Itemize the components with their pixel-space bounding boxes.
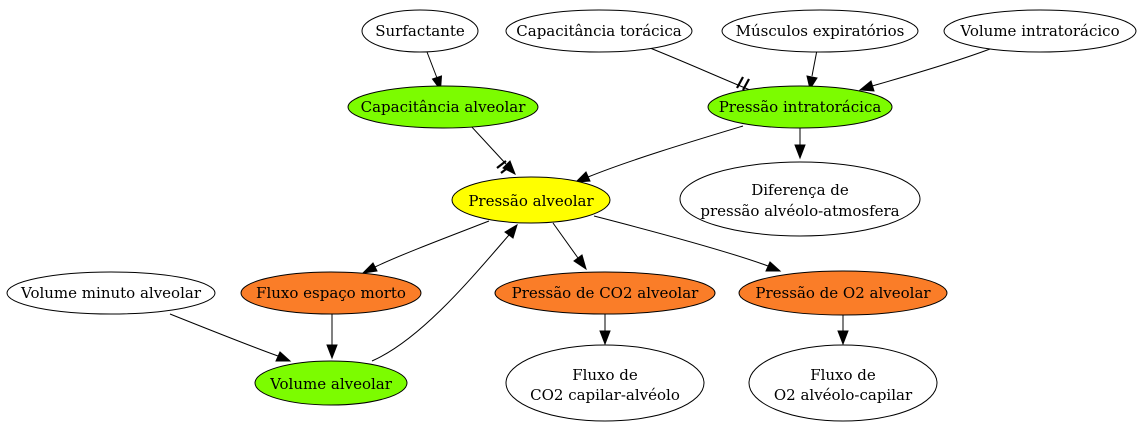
node-pressao-alveolar: Pressão alveolar xyxy=(451,176,611,224)
node-label: Fluxo espaço morto xyxy=(256,284,406,302)
node-shape xyxy=(361,9,479,53)
node-pressao-o2-alveolar: Pressão de O2 alveolar xyxy=(738,270,948,316)
edge-capacitancia-alveolar-pressao-alveolar xyxy=(469,124,516,176)
node-shape xyxy=(505,9,693,53)
node-label: Pressão alveolar xyxy=(468,192,594,210)
node-label-line-1: Fluxo de xyxy=(572,366,638,384)
edge-volume-intratoracico-pressao-intratoracica xyxy=(858,48,991,92)
edge-pressao-o2-fluxo-o2 xyxy=(837,315,849,346)
node-shape xyxy=(347,85,539,129)
node-volume-minuto-alveolar: Volume minuto alveolar xyxy=(6,271,216,315)
node-label: Volume minuto alveolar xyxy=(20,284,202,302)
node-label-line-2: CO2 capilar-alvéolo xyxy=(530,386,680,404)
edge-pressao-alveolar-pressao-o2 xyxy=(593,215,782,272)
node-shape xyxy=(505,344,705,422)
node-capacitancia-alveolar: Capacitância alveolar xyxy=(347,85,539,129)
node-label: Capacitância alveolar xyxy=(361,98,527,116)
node-label-line-1: Fluxo de xyxy=(810,366,876,384)
edge-surfactante-capacitancia xyxy=(426,51,443,92)
edge-volume-alveolar-pressao-alveolar xyxy=(371,223,518,362)
node-label-line-2: pressão alvéolo-atmosfera xyxy=(700,202,899,220)
node-shape xyxy=(943,9,1137,53)
node-label: Músculos expiratórios xyxy=(736,22,905,40)
node-label: Pressão de O2 alveolar xyxy=(755,284,931,302)
node-capacitancia-toracica: Capacitância torácica xyxy=(505,9,693,53)
node-label: Pressão de CO2 alveolar xyxy=(512,284,699,302)
node-pressao-intratoracica: Pressão intratorácica xyxy=(707,85,893,129)
node-label: Volume alveolar xyxy=(269,375,393,393)
node-shape xyxy=(451,176,611,224)
node-musculos-expiratorios: Músculos expiratórios xyxy=(721,9,919,53)
node-shape xyxy=(240,271,422,315)
node-shape xyxy=(721,9,919,53)
node-label: Volume intratorácico xyxy=(959,22,1119,40)
node-fluxo-espaco-morto: Fluxo espaço morto xyxy=(240,271,422,315)
node-volume-alveolar: Volume alveolar xyxy=(254,360,408,406)
node-fluxo-co2: Fluxo de CO2 capilar-alvéolo xyxy=(505,344,705,422)
edge-volume-minuto-volume-alveolar xyxy=(169,313,292,362)
edge-musculos-pressao-intratoracica xyxy=(806,49,818,91)
node-fluxo-o2: Fluxo de O2 alvéolo-capilar xyxy=(748,344,938,422)
node-label: Pressão intratorácica xyxy=(719,98,882,116)
edge-pressao-co2-fluxo-co2 xyxy=(599,314,611,346)
node-diferenca-pressao: Diferença de pressão alvéolo-atmosfera xyxy=(679,161,921,237)
edge-fluxo-espaco-morto-volume-alveolar xyxy=(326,314,338,360)
node-shape xyxy=(748,344,938,422)
node-label: Capacitância torácica xyxy=(516,22,681,40)
node-shape xyxy=(494,271,716,315)
node-surfactante: Surfactante xyxy=(361,9,479,53)
node-shape xyxy=(6,271,216,315)
node-label: Surfactante xyxy=(375,22,465,40)
node-label-line-1: Diferença de xyxy=(751,181,849,199)
edge-pressao-intratoracica-diferenca xyxy=(794,127,806,160)
node-shape xyxy=(254,360,408,406)
node-pressao-co2-alveolar: Pressão de CO2 alveolar xyxy=(494,271,716,315)
edge-pressao-alveolar-pressao-co2 xyxy=(552,222,587,271)
node-shape xyxy=(679,161,921,237)
edge-pressao-intratoracica-pressao-alveolar xyxy=(574,125,744,183)
node-volume-intratoracico: Volume intratorácico xyxy=(943,9,1137,53)
node-shape xyxy=(738,270,948,316)
node-shape xyxy=(707,85,893,129)
edge-pressao-alveolar-fluxo-espaco-morto xyxy=(361,220,490,274)
node-label-line-2: O2 alvéolo-capilar xyxy=(774,386,913,404)
